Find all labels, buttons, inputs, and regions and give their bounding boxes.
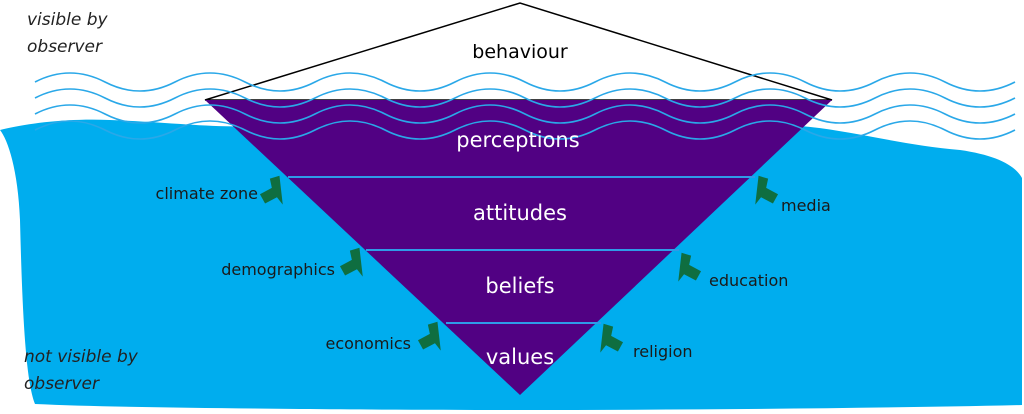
layer-label-perceptions: perceptions — [456, 128, 579, 152]
factor-label-media: media — [781, 196, 831, 215]
inverted-pyramid — [205, 100, 832, 395]
not-visible-label-line1: not visible by — [24, 347, 139, 367]
behaviour-label: behaviour — [472, 41, 568, 63]
arrow-icon — [755, 175, 779, 205]
visible-label-line1: visible by — [27, 10, 109, 30]
wave-line — [34, 88, 1016, 108]
visible-label-line2: observer — [27, 37, 103, 57]
factor-label-religion: religion — [633, 342, 693, 361]
layer-label-beliefs: beliefs — [485, 274, 554, 298]
arrow-icon — [678, 252, 702, 282]
arrow-icon — [259, 175, 283, 205]
arrow-icon — [600, 323, 624, 353]
layer-label-values: values — [486, 345, 554, 369]
factor-label-demographics: demographics — [221, 260, 335, 279]
arrow-icon — [339, 247, 363, 277]
influence-arrows-left — [259, 175, 441, 351]
arrow-icon — [417, 321, 441, 351]
wave-line — [34, 120, 1016, 140]
layer-label-attitudes: attitudes — [473, 201, 567, 225]
water-surface-waves — [34, 72, 1016, 140]
wave-line — [34, 72, 1016, 92]
not-visible-label-line2: observer — [24, 374, 100, 394]
factor-label-climate-zone: climate zone — [156, 184, 258, 203]
influence-arrows-right — [600, 175, 779, 353]
factor-label-economics: economics — [325, 334, 411, 353]
factor-label-education: education — [709, 271, 788, 290]
wave-line — [34, 104, 1016, 124]
